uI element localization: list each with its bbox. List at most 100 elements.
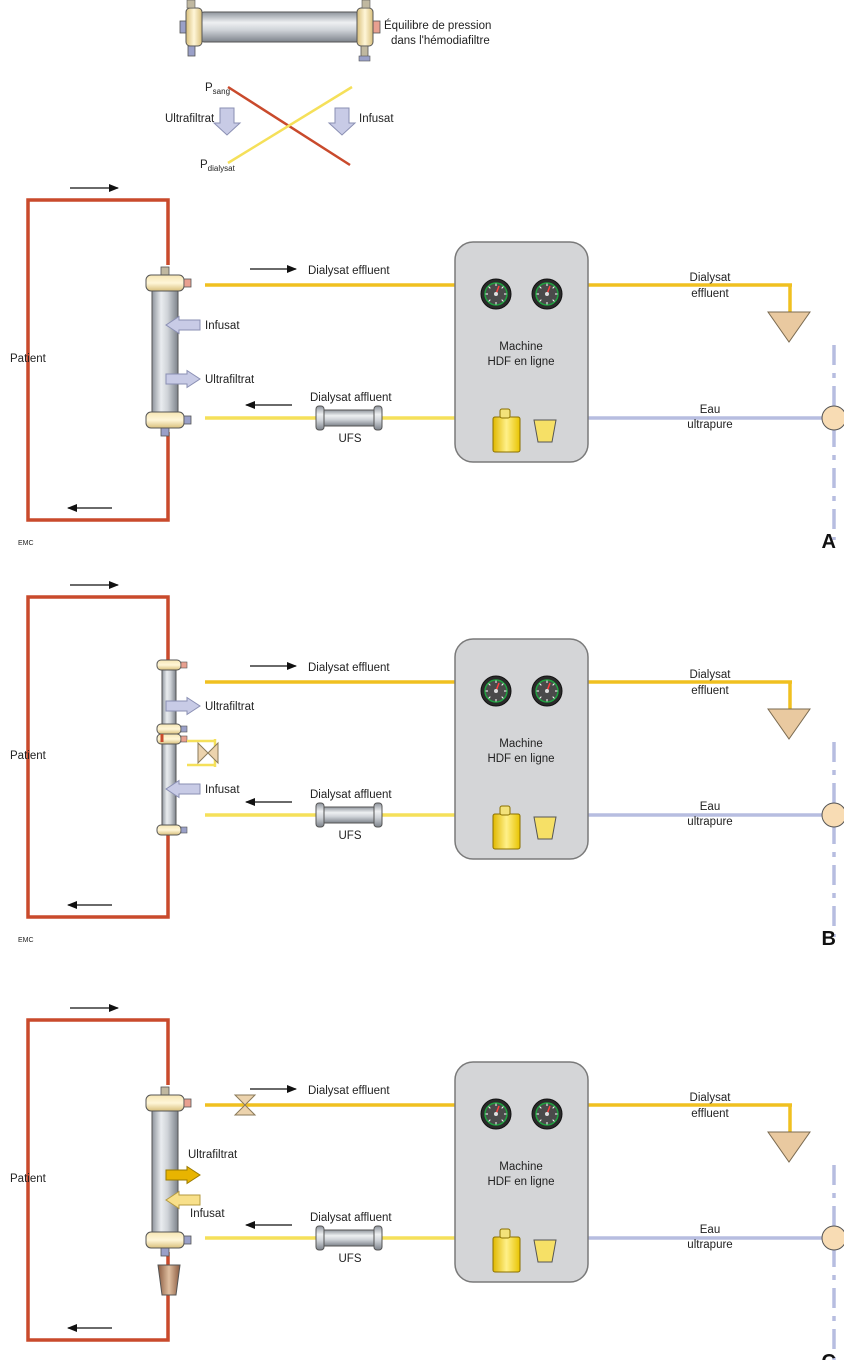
dialysat-effluent-label: Dialysat effluent (308, 662, 390, 674)
ufs-body (317, 1229, 381, 1247)
dialyzer-top-cap (145, 1094, 185, 1112)
dialysate-pressure-line (227, 85, 353, 165)
gauge-tick (552, 1106, 555, 1109)
ufs-left-cap (315, 1225, 325, 1251)
top-infusat-label: Infusat (359, 113, 394, 125)
water-label-line1: Eau (700, 1224, 720, 1236)
gauge-tick (539, 1119, 542, 1122)
top-ultrafiltrat-label: Ultrafiltrat (165, 113, 215, 125)
hemodiafilter-upper (156, 659, 188, 735)
gauge-tick (501, 1106, 504, 1109)
gauge-hub (494, 689, 498, 693)
ufs-filter (315, 1225, 383, 1251)
water-label-line2: ultrapure (687, 1239, 732, 1251)
dialyzer-bottom-cap (145, 411, 185, 429)
ufs-label: UFS (339, 830, 362, 842)
infusat-label: Infusat (205, 320, 240, 332)
ultrafiltrate-arrow-icon (165, 1165, 201, 1185)
machine-gauge-right-icon (531, 1098, 563, 1130)
dialyzer-top-cap (145, 274, 185, 292)
patient-label: Patient (10, 353, 47, 365)
machine-label-line1: Machine (499, 341, 542, 353)
drain-label-line1: Dialysat (690, 1092, 732, 1104)
gauge-tick (539, 683, 542, 686)
machine-label-line2: HDF en ligne (487, 753, 554, 765)
gauge-tick (501, 1119, 504, 1122)
drain-funnel-icon (767, 1131, 811, 1163)
ufs-label: UFS (339, 1253, 362, 1265)
small-dialyzer-out-port (180, 735, 188, 743)
ultrafiltrat-label: Ultrafiltrat (205, 701, 255, 713)
ufs-filter (315, 802, 383, 828)
infusat-label: Infusat (205, 784, 240, 796)
gauge-hub (494, 292, 498, 296)
collection-cup-icon (157, 1264, 181, 1296)
cartridge-cup-icon (533, 816, 557, 840)
infusate-arrow-icon (165, 315, 201, 335)
dialyzer-bottom-cap (145, 1231, 185, 1249)
gauge-tick (552, 696, 555, 699)
concentrate-bottle-icon (492, 1236, 521, 1273)
gauge-tick (488, 1106, 491, 1109)
drain-funnel-icon (767, 311, 811, 343)
emc-logo: EMC (18, 540, 34, 547)
water-label-line1: Eau (700, 801, 720, 813)
gauge-tick (488, 299, 491, 302)
hemodiafilter-lower (156, 733, 188, 836)
ufs-right-cap (373, 802, 383, 828)
water-tap-icon (821, 802, 844, 828)
water-label-line1: Eau (700, 404, 720, 416)
infusate-down-arrow-icon (327, 107, 357, 136)
ultrafiltrate-down-arrow-icon (212, 107, 242, 136)
valve-icon (197, 741, 219, 765)
blood-circuit-line (26, 198, 170, 522)
gauge-tick (539, 696, 542, 699)
infusate-arrow-icon (165, 779, 201, 799)
gauge-tick (501, 286, 504, 289)
drain-label-line2: effluent (691, 685, 729, 697)
gauge-hub (545, 689, 549, 693)
gauge-tick (552, 286, 555, 289)
ultrafiltrat-label: Ultrafiltrat (188, 1149, 238, 1161)
pressure-balance-line2: dans l'hémodiafiltre (391, 35, 490, 47)
ufs-right-cap (373, 405, 383, 431)
small-dialyzer-body (161, 659, 177, 735)
hemodiafilter (145, 266, 192, 437)
water-label-line2: ultrapure (687, 419, 732, 431)
dialyzer-in-port (183, 415, 192, 425)
drain-label-line2: effluent (691, 288, 729, 300)
machine-label-line2: HDF en ligne (487, 356, 554, 368)
ufs-left-cap (315, 405, 325, 431)
patient-label: Patient (10, 1173, 47, 1185)
small-dialyzer-in-port (180, 826, 188, 834)
drain-label-line1: Dialysat (690, 272, 732, 284)
gauge-tick (501, 683, 504, 686)
machine-gauge-right-icon (531, 278, 563, 310)
panel-letter: A (822, 531, 836, 553)
gauge-hub (494, 1112, 498, 1116)
valve-icon (233, 1094, 257, 1116)
machine-gauge-right-icon (531, 675, 563, 707)
gauge-tick (552, 683, 555, 686)
bottle-cap-icon (499, 1228, 511, 1239)
blood-circuit-line (26, 1018, 170, 1342)
dialyzer-in-port (183, 1235, 192, 1245)
ufs-label: UFS (339, 433, 362, 445)
panel-letter: C (822, 1351, 836, 1360)
ufs-left-cap (315, 802, 325, 828)
gauge-tick (501, 696, 504, 699)
small-dialyzer-in-port (180, 725, 188, 733)
gauge-tick (488, 1119, 491, 1122)
gauge-tick (488, 683, 491, 686)
gauge-tick (488, 696, 491, 699)
dialysat-effluent-label: Dialysat effluent (308, 265, 390, 277)
machine-gauge-left-icon (480, 278, 512, 310)
concentrate-bottle-icon (492, 416, 521, 453)
pressure-balance-line1: Équilibre de pression (384, 19, 491, 32)
gauge-tick (539, 286, 542, 289)
dialysat-affluent-label: Dialysat affluent (310, 1212, 392, 1224)
